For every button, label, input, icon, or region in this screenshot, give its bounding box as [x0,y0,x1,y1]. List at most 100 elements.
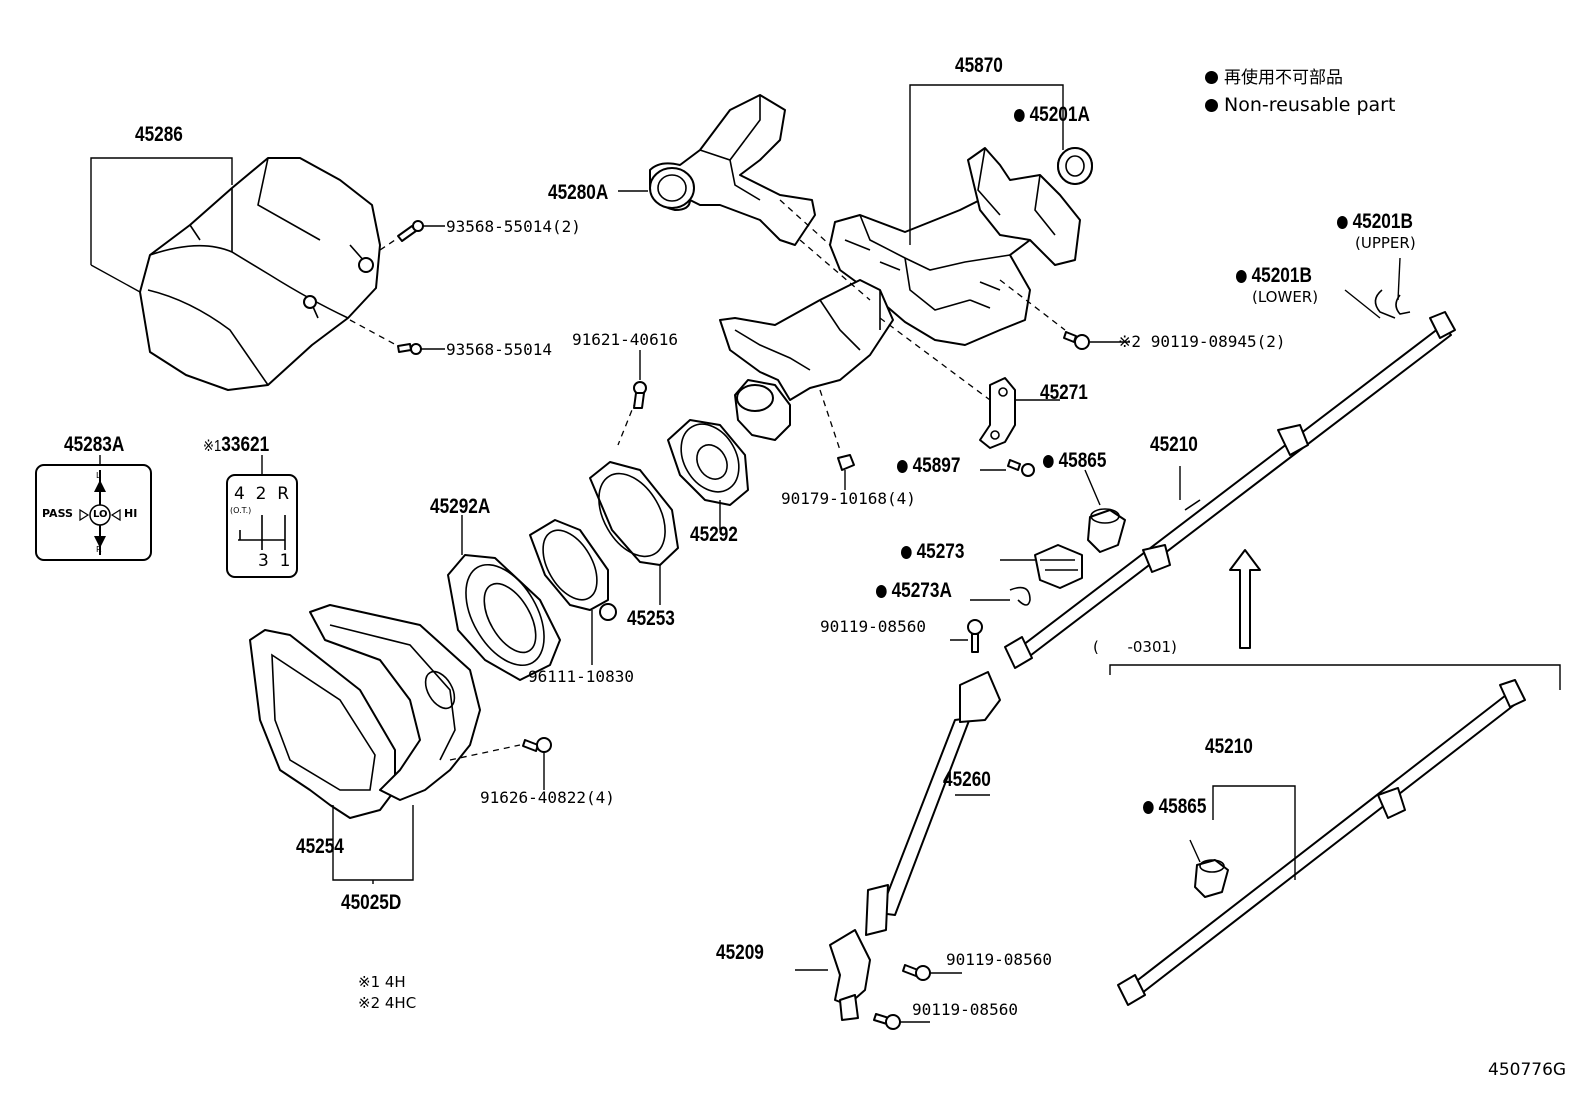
label-90179-10168: 90179-10168(4) [781,489,916,508]
note-mark-1: ※1 [203,438,222,455]
note-mark-2: ※2 [1118,332,1142,351]
screw-93568-b [397,343,422,355]
legend-jp-text: 再使用不可部品 [1224,68,1343,88]
column-cover-part [139,157,381,391]
label-45273a-text: 45273A [891,579,952,602]
bearing-45201a-part [1057,147,1093,185]
label-45254: 45254 [296,835,344,858]
label-upper: (UPPER) [1355,234,1416,252]
label-45201b-upper: 45201B [1337,211,1413,232]
nonreusable-marker-icon [876,585,887,598]
label-45210: 45210 [1150,433,1198,456]
bolt-90119-08945 [1063,331,1090,350]
intermediate-shaft-45260-part [865,671,1001,936]
nonreusable-marker-icon [1143,801,1154,814]
label-45897-text: 45897 [912,454,961,477]
main-shaft-45210-alt-part [1117,679,1526,1006]
bushing-45865-part [1087,508,1126,553]
label-45260: 45260 [943,768,991,791]
nonreusable-marker-icon [1043,455,1054,468]
figure-id: 450776G [1488,1060,1567,1080]
label-45897: 45897 [897,455,960,476]
label-45025d: 45025D [341,891,402,914]
label-45201b-text: 45201B [1352,210,1413,233]
label-45283a: 45283A [64,433,125,456]
label-93568-55014: 93568-55014 [446,340,552,359]
pin-45897-part [1007,459,1035,477]
cover-plate-45254-part [249,629,396,819]
snap-ring-45273a [1009,586,1031,606]
label-33621: ※133621 [203,434,269,455]
bearing-45292-part [667,419,749,506]
clamp-band-part [529,519,617,621]
label-45865-alt-text: 45865 [1158,795,1207,818]
label-45292: 45292 [690,523,738,546]
label-93568-55014-2: 93568-55014(2) [446,217,581,236]
cover-plate-45025d-part [309,604,481,801]
label-45273a: 45273A [876,580,952,601]
bolt-90119-08560-c [873,1013,901,1030]
label-90119-08560-c: 90119-08560 [912,1000,1018,1019]
label-45209: 45209 [716,941,764,964]
nut-90179 [837,454,855,471]
label-45253: 45253 [627,607,675,630]
label-45292a: 45292A [430,495,491,518]
label-45273-text: 45273 [916,540,965,563]
direction-arrow [1229,549,1261,649]
note-2: ※2 4HC [358,994,417,1012]
label-96111-10830: 96111-10830 [528,667,634,686]
label-91621-40616: 91621-40616 [572,330,678,349]
bearing-45273-part [1034,544,1083,589]
universal-joint-45209-part [829,929,871,1021]
retainer-45201b-lower [1374,289,1396,319]
plate-lo-text: LO [93,509,108,520]
label-90119-08560-a: 90119-08560 [820,617,926,636]
label-45201a: 45201A [1014,104,1090,125]
bolt-90119-08560-b [902,964,931,981]
label-45273: 45273 [901,541,964,562]
label-plate-45283a [35,464,152,561]
plate-45253-part [589,461,679,566]
label-45870: 45870 [955,54,1003,77]
label-45286: 45286 [135,123,183,146]
label-lower: (LOWER) [1252,288,1319,306]
label-45201b-lower-text: 45201B [1251,264,1312,287]
plate-hi-text: HI [124,507,138,520]
legend-en-text: Non-reusable part [1224,94,1396,116]
plate-pass-text: PASS [42,507,73,520]
bolt-91626 [522,737,552,753]
label-90119-08945: ※2 90119-08945(2) [1118,334,1286,350]
legend-nonreusable-en: Non-reusable part [1205,96,1395,115]
legend-nonreusable-jp: 再使用不可部品 [1205,70,1343,87]
label-90119-08560-b: 90119-08560 [946,950,1052,969]
column-upper-bracket-part [649,94,816,246]
dust-seal-45292a-part [447,554,561,681]
label-45271: 45271 [1040,381,1088,404]
bolt-90119-08560-a [967,619,983,653]
label-91626-40822: 91626-40822(4) [480,788,615,807]
label-45201b-lower: 45201B [1236,265,1312,286]
nonreusable-marker-icon [1337,216,1348,229]
label-45865: 45865 [1043,450,1106,471]
clamp-45271-part [979,377,1016,449]
plate-l-text: L [96,471,101,480]
shift-top-text: 4 2 R [234,484,290,504]
nonreusable-marker-icon [1205,71,1218,84]
nonreusable-marker-icon [1014,109,1025,122]
label-45280a: 45280A [548,181,609,204]
bolt-91621 [633,381,647,409]
screw-93568-a [397,220,424,242]
label-33621-text: 33621 [221,433,270,456]
nonreusable-marker-icon [1205,99,1218,112]
nonreusable-marker-icon [1236,270,1247,283]
nonreusable-marker-icon [901,546,912,559]
label-45865-text: 45865 [1058,449,1107,472]
label-45201a-text: 45201A [1029,103,1090,126]
label-45865-alt: 45865 [1143,796,1206,817]
plate-r-text: R [96,545,102,554]
nonreusable-marker-icon [897,460,908,473]
note-1: ※1 4H [358,973,406,991]
main-shaft-45210-part [1004,311,1456,669]
label-range: ( -0301) [1093,638,1177,656]
